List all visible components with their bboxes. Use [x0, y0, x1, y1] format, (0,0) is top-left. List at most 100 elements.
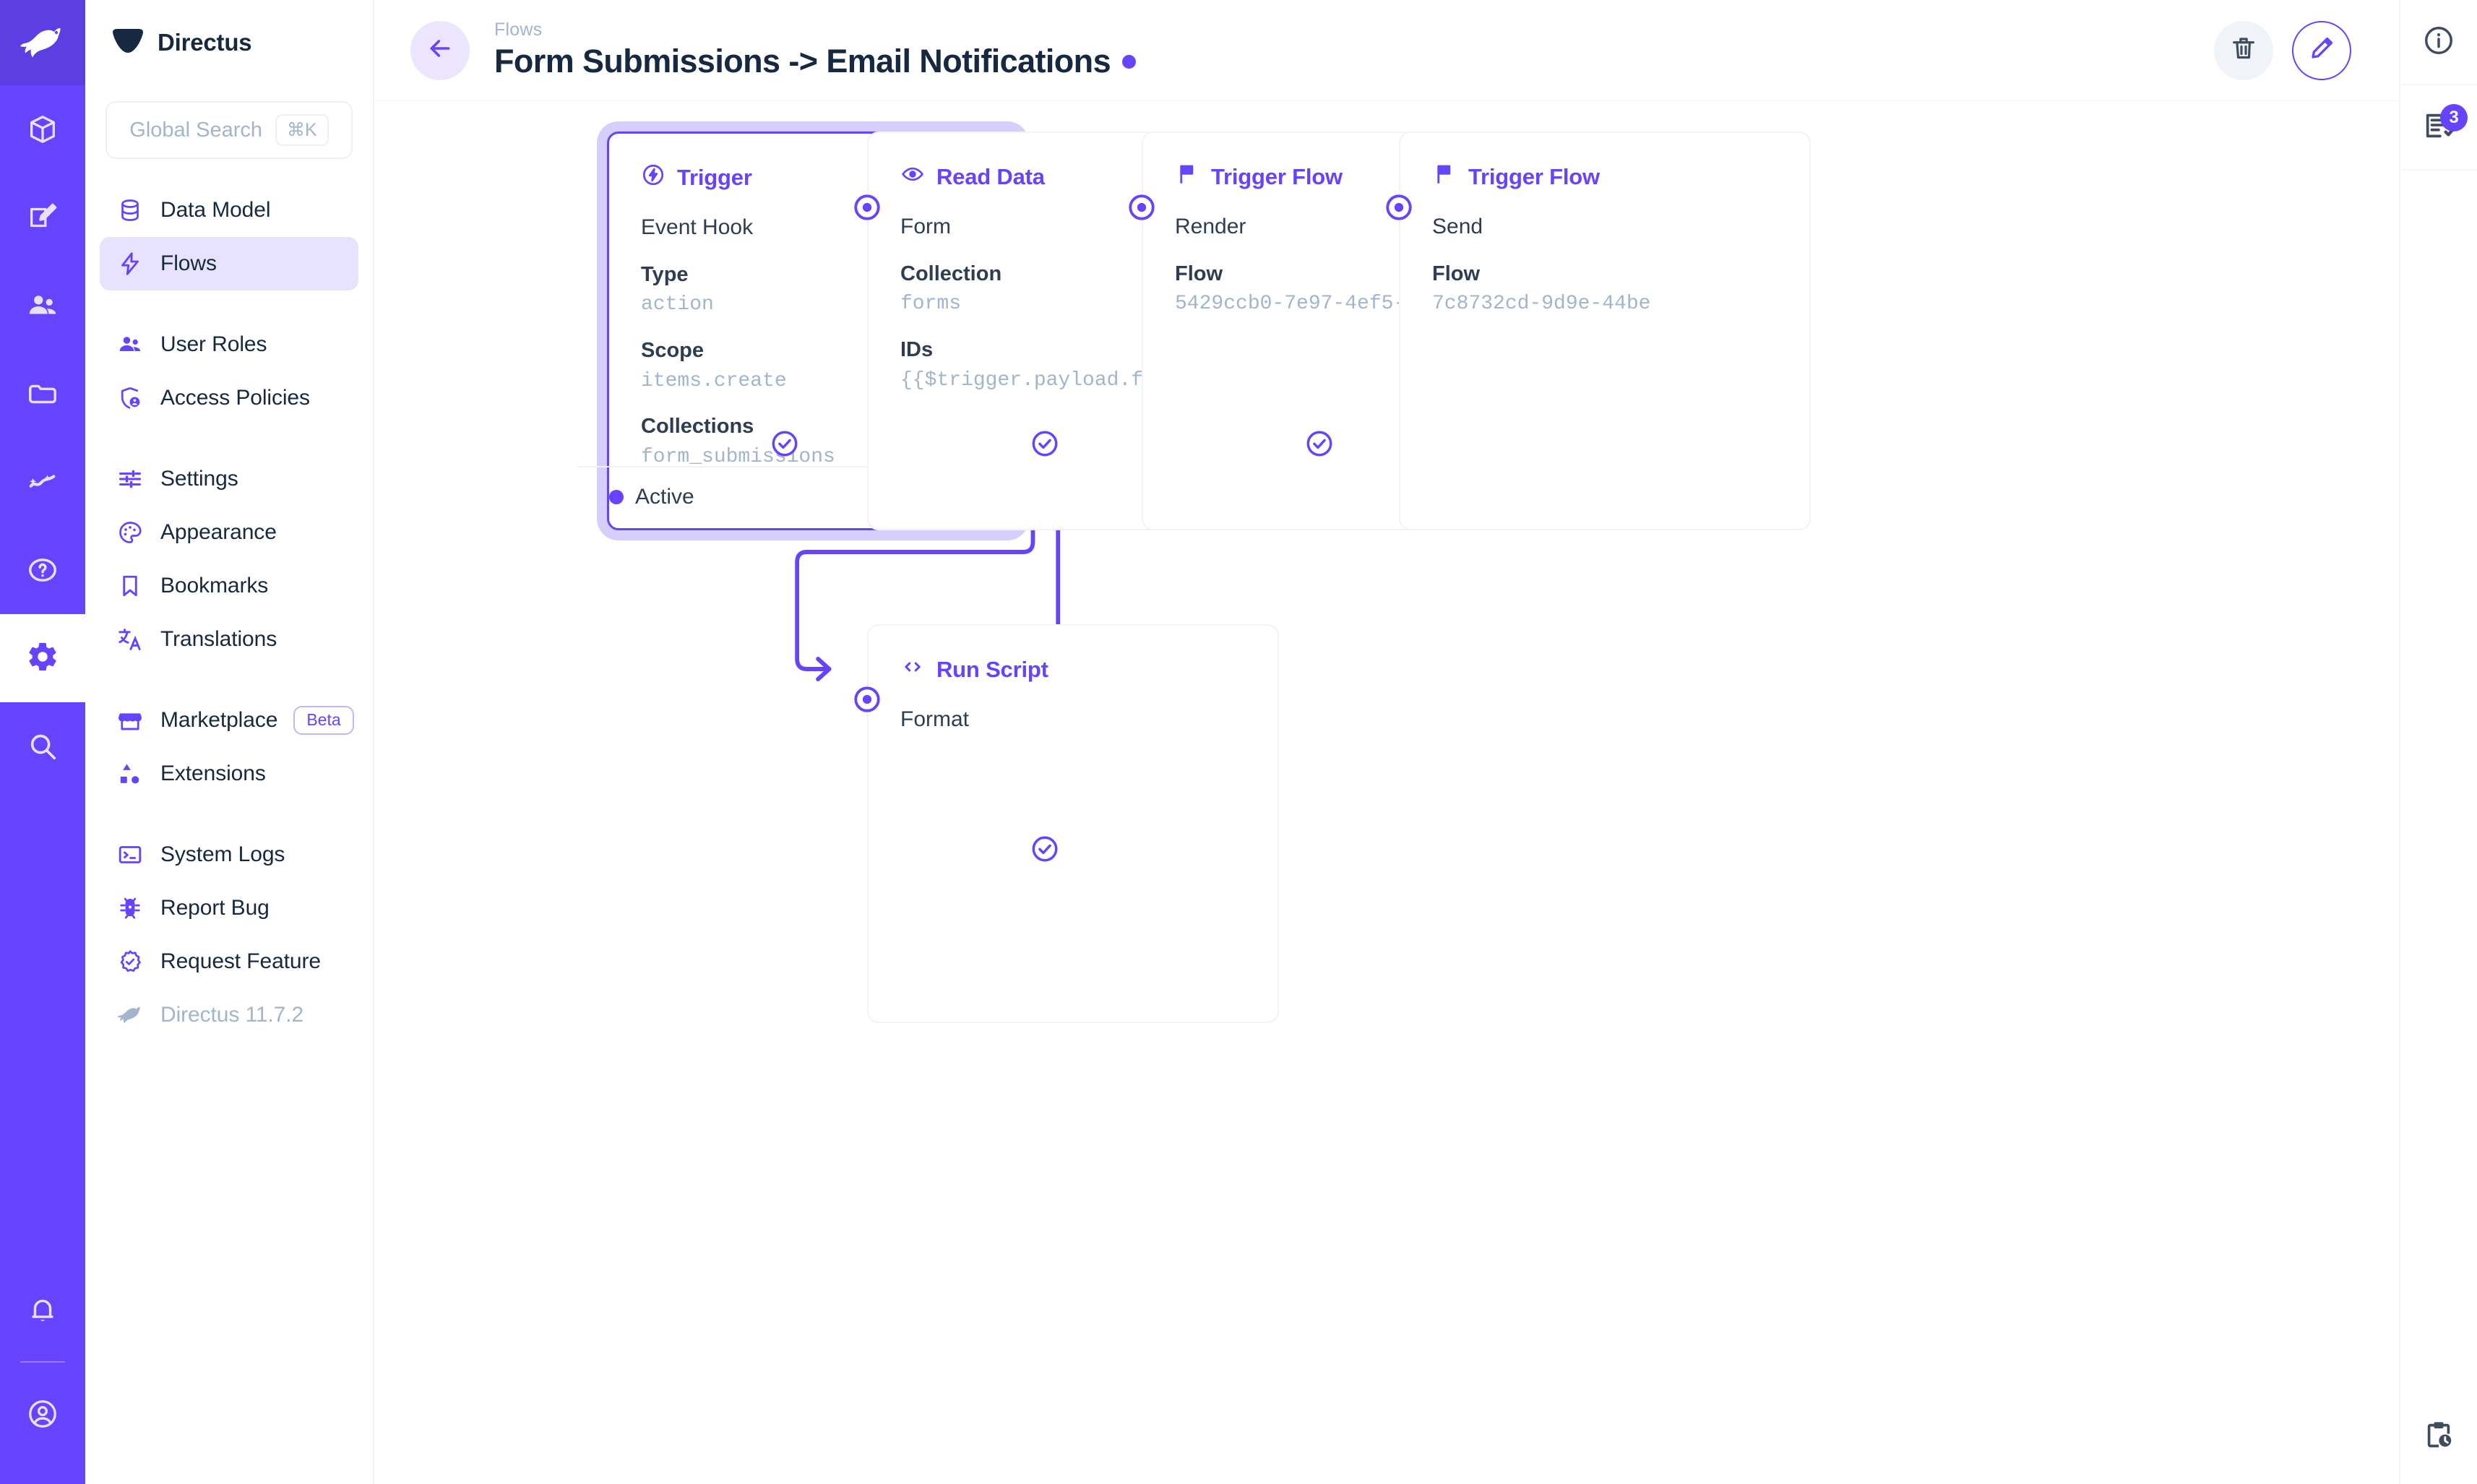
delete-flow-button[interactable]	[2214, 20, 2273, 80]
sidebar-header: Directus	[85, 0, 373, 85]
search-input[interactable]: Global Search ⌘K	[105, 101, 353, 159]
handle-input-run-script[interactable]	[850, 683, 884, 716]
rail-item-insights[interactable]	[0, 438, 85, 526]
node-field-key: IDs	[900, 337, 934, 361]
flow-node-trigger-flow-send[interactable]: Trigger Flow Send Flow 7c8732cd-9d9e-44b…	[1399, 131, 1811, 530]
handle-resolve-read-data[interactable]	[1028, 427, 1061, 460]
node-title: Trigger Flow	[1432, 162, 1778, 192]
arrowhead-run-script	[816, 657, 832, 681]
rail-item-file-library[interactable]	[0, 350, 85, 438]
sidebar-group-gap	[100, 425, 358, 452]
flag-icon	[1175, 162, 1199, 192]
handle-resolve-trigger[interactable]	[768, 427, 801, 460]
active-status-dot	[609, 490, 624, 504]
arrow-left-icon	[426, 34, 455, 66]
revisions-panel-button[interactable]: 3	[2400, 85, 2477, 171]
translate-icon	[116, 625, 145, 654]
flow-node-run-script[interactable]: Run Script Format	[867, 624, 1279, 1023]
sidebar-item-label: Extensions	[160, 762, 266, 785]
rail-item-user-directory[interactable]	[0, 262, 85, 350]
box-icon	[26, 113, 59, 146]
title-block: Flows Form Submissions -> Email Notifica…	[494, 19, 1137, 82]
rail-bottom-group	[0, 1266, 85, 1484]
main-content: Flows Form Submissions -> Email Notifica…	[374, 0, 2399, 1484]
database-icon	[116, 196, 145, 225]
gear-icon	[26, 640, 59, 677]
sidebar-item-appearance[interactable]: Appearance	[100, 506, 358, 559]
sidebar-item-request-feature[interactable]: Request Feature	[100, 935, 358, 988]
node-title: Run Script	[900, 655, 1246, 685]
sidebar-item-label: User Roles	[160, 332, 267, 356]
sidebar-item-label: Marketplace	[160, 708, 278, 732]
info-panel-button[interactable]	[2400, 0, 2477, 85]
back-button[interactable]	[410, 20, 470, 80]
flow-canvas[interactable]: Trigger Event Hook Type action Scope ite…	[374, 101, 2399, 1484]
sidebar-item-label: Data Model	[160, 198, 271, 222]
flow-logs-button[interactable]	[2400, 1390, 2477, 1484]
sidebar-item-report-bug[interactable]: Report Bug	[100, 881, 358, 935]
sidebar-item-label: Settings	[160, 467, 238, 491]
rail-item-settings[interactable]	[0, 614, 85, 702]
rail-item-search[interactable]	[0, 702, 85, 790]
edit-square-icon	[26, 201, 59, 234]
directus-mark-icon	[113, 28, 143, 57]
handle-input-trigger-flow-send[interactable]	[1382, 191, 1416, 224]
directus-rabbit-logo[interactable]	[0, 0, 85, 85]
page-header: Flows Form Submissions -> Email Notifica…	[374, 0, 2399, 101]
node-field-key: Collection	[900, 262, 1002, 285]
handle-resolve-trigger-flow-render[interactable]	[1303, 427, 1336, 460]
handle-resolve-run-script[interactable]	[1028, 832, 1061, 866]
sidebar-group-gap	[100, 666, 358, 694]
sidebar-item-flows[interactable]: Flows	[100, 237, 358, 290]
sidebar-item-data-model[interactable]: Data Model	[100, 184, 358, 237]
shield-person-icon	[116, 384, 145, 413]
right-sidebar: 3	[2399, 0, 2477, 1484]
sidebar-item-marketplace[interactable]: Marketplace Beta	[100, 694, 358, 747]
sidebar-item-label: Directus 11.7.2	[160, 1003, 304, 1027]
sidebar-item-label: Report Bug	[160, 896, 270, 920]
node-title-text: Read Data	[936, 164, 1045, 189]
rail-item-account[interactable]	[0, 1370, 85, 1458]
sidebar-item-version: Directus 11.7.2	[100, 988, 358, 1042]
marketplace-beta-badge: Beta	[293, 706, 354, 735]
bolt-icon	[116, 249, 145, 278]
trash-icon	[2229, 34, 2258, 66]
users-icon	[116, 330, 145, 359]
rail-item-content[interactable]	[0, 85, 85, 173]
search-icon	[26, 730, 59, 763]
rail-divider	[20, 1361, 65, 1363]
node-title: Trigger Flow	[1175, 162, 1520, 192]
handle-input-read-data[interactable]	[850, 191, 884, 224]
question-circle-icon	[26, 553, 59, 587]
sidebar-item-label: System Logs	[160, 842, 285, 866]
sidebar-item-label: Flows	[160, 251, 217, 275]
handle-input-trigger-flow-render[interactable]	[1125, 191, 1158, 224]
search-shortcut-kbd: ⌘K	[275, 114, 329, 146]
sidebar-item-settings[interactable]: Settings	[100, 452, 358, 506]
node-field-value: forms	[900, 293, 962, 316]
sidebar-title: Directus	[158, 29, 252, 56]
edit-flow-button[interactable]	[2292, 20, 2351, 80]
node-field-value: action	[641, 293, 714, 316]
sidebar-item-access-policies[interactable]: Access Policies	[100, 371, 358, 425]
rail-item-editor[interactable]	[0, 173, 85, 262]
status-badge	[1122, 54, 1137, 69]
sidebar-item-extensions[interactable]: Extensions	[100, 747, 358, 801]
node-subtitle: Format	[900, 707, 970, 731]
flag-icon	[1432, 162, 1457, 192]
eye-icon	[900, 162, 925, 192]
folder-icon	[26, 377, 59, 410]
verified-icon	[116, 947, 145, 976]
sidebar-item-bookmarks[interactable]: Bookmarks	[100, 559, 358, 613]
users-icon	[26, 289, 59, 322]
sidebar-item-translations[interactable]: Translations	[100, 613, 358, 666]
sidebar-item-system-logs[interactable]: System Logs	[100, 828, 358, 881]
rail-item-help[interactable]	[0, 526, 85, 614]
insights-icon	[26, 465, 59, 499]
breadcrumb[interactable]: Flows	[494, 19, 543, 40]
sidebar-item-label: Access Policies	[160, 386, 310, 410]
sidebar-item-user-roles[interactable]: User Roles	[100, 318, 358, 371]
info-circle-icon	[2422, 24, 2455, 61]
rail-item-notifications[interactable]	[0, 1266, 85, 1354]
